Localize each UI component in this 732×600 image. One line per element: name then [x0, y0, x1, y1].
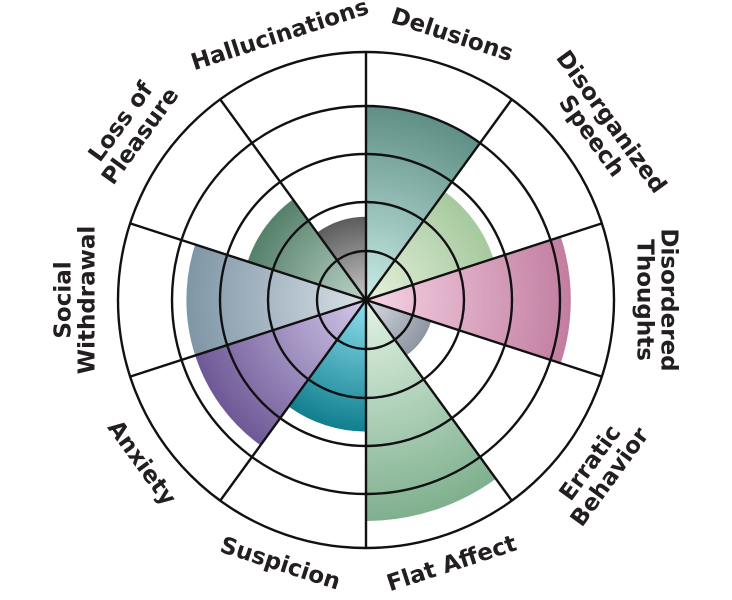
wedge-erratic-behavior: [366, 300, 432, 356]
segment-label-line: Withdrawal: [75, 226, 101, 375]
wedge-flat-affect: [366, 300, 496, 521]
spoke-line: [365, 299, 513, 502]
label-anxiety: Anxiety: [102, 416, 181, 511]
label-delusions: Delusions: [388, 3, 516, 67]
spoke-line: [365, 222, 603, 302]
segment-label-line: Delusions: [388, 3, 516, 67]
wheel-grid: [116, 50, 616, 550]
segment-label-line: Suspicion: [217, 532, 344, 595]
wedge-anxiety: [195, 300, 366, 446]
segment-label-line: Thoughts: [632, 239, 658, 361]
segment-label-line: Anxiety: [102, 416, 181, 511]
spoke-line: [129, 222, 367, 302]
value-wedges: [186, 106, 571, 521]
segment-label-line: Hallucinations: [188, 0, 372, 76]
wedge-suspicion: [288, 300, 366, 432]
spoke-line: [129, 298, 367, 378]
spoke-line: [365, 98, 513, 301]
spoke-line: [219, 299, 367, 502]
label-flat-affect: Flat Affect: [384, 531, 520, 597]
wedge-disordered-thoughts: [366, 236, 571, 364]
segment-label-line: Social: [50, 261, 76, 338]
wedge-disorganized-speech: [366, 191, 494, 300]
segment-label-line: Disordered: [656, 228, 682, 371]
wedge-loss-of-pleasure: [247, 199, 366, 300]
label-suspicion: Suspicion: [217, 532, 344, 595]
segment-label-line: Flat Affect: [384, 531, 520, 597]
spoke-line: [219, 98, 367, 301]
wedge-social-withdrawal: [186, 244, 366, 356]
wedge-delusions: [366, 106, 481, 300]
spoke-line: [365, 298, 603, 378]
label-hallucinations: Hallucinations: [188, 0, 372, 76]
